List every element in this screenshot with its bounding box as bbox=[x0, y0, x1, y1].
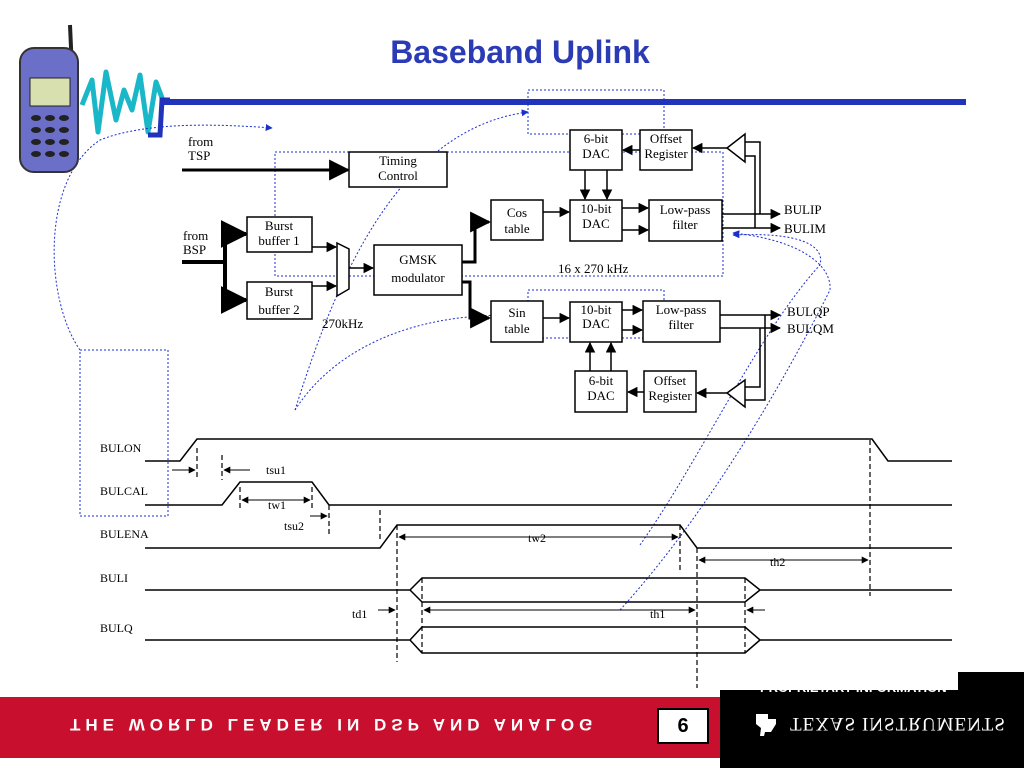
proprietary-tab bbox=[958, 672, 1024, 690]
svg-text:DAC: DAC bbox=[587, 388, 614, 403]
svg-text:buffer 2: buffer 2 bbox=[258, 302, 299, 317]
bulqp-label: BULQP bbox=[787, 304, 830, 319]
page-number: 6 bbox=[657, 708, 709, 744]
svg-text:6-bit: 6-bit bbox=[589, 373, 614, 388]
signal-label-bulq: BULQ bbox=[100, 621, 133, 635]
svg-text:DAC: DAC bbox=[582, 316, 609, 331]
svg-text:Low-pass: Low-pass bbox=[656, 302, 707, 317]
svg-text:Burst: Burst bbox=[265, 218, 294, 233]
comparator-bottom bbox=[725, 378, 746, 409]
dac-6bit-top-block bbox=[569, 129, 623, 171]
gmsk-modulator-block bbox=[373, 244, 463, 296]
svg-text:Sin: Sin bbox=[508, 305, 526, 320]
bulena-waveform bbox=[145, 524, 952, 549]
bulcal-waveform bbox=[145, 481, 952, 506]
signal-wave-icon bbox=[79, 69, 167, 135]
svg-text:modulator: modulator bbox=[391, 270, 445, 285]
from-tsp-label-2: TSP bbox=[188, 148, 210, 163]
svg-text:DAC: DAC bbox=[582, 216, 609, 231]
mux-block bbox=[336, 241, 350, 298]
bulim-label: BULIM bbox=[784, 221, 826, 236]
param-tsu2: tsu2 bbox=[284, 519, 304, 533]
sin-table-block bbox=[490, 300, 544, 343]
svg-text:10-bit: 10-bit bbox=[580, 302, 611, 317]
param-th2: th2 bbox=[770, 555, 785, 569]
bulqm-label: BULQM bbox=[787, 321, 834, 336]
burst-buffer-1-block bbox=[246, 216, 313, 253]
timing-diagram: BULON BULCAL BULENA BULI BULQ bbox=[100, 438, 952, 688]
bulq-waveform bbox=[145, 626, 952, 654]
ti-logo-icon bbox=[756, 714, 776, 736]
footer-tagline: THE WORLD LEADER IN DSP AND ANALOG bbox=[70, 715, 598, 734]
svg-text:6-bit: 6-bit bbox=[584, 131, 609, 146]
dac-6bit-bottom-block bbox=[574, 370, 628, 413]
company-name: TEXAS INSTRUMENTS bbox=[790, 713, 1006, 734]
svg-text:Register: Register bbox=[648, 388, 692, 403]
burst-buffer-2-block bbox=[246, 281, 313, 320]
param-tw1: tw1 bbox=[268, 498, 286, 512]
from-bsp-label-1: from bbox=[183, 228, 208, 243]
clock-16x-label: 16 x 270 kHz bbox=[558, 261, 629, 276]
dac-10bit-i-block bbox=[569, 199, 623, 242]
lpf-q-block bbox=[642, 300, 721, 343]
mobile-phone-icon bbox=[19, 24, 79, 173]
svg-text:table: table bbox=[504, 221, 529, 236]
param-tsu1: tsu1 bbox=[266, 463, 286, 477]
dac-10bit-q-block bbox=[569, 301, 623, 343]
param-th1: th1 bbox=[650, 607, 665, 621]
param-tw2: tw2 bbox=[528, 531, 546, 545]
svg-text:Offset: Offset bbox=[654, 373, 687, 388]
block-diagram: from TSP from BSP Timing Control Burst b… bbox=[182, 129, 834, 413]
svg-text:DAC: DAC bbox=[582, 146, 609, 161]
svg-text:Register: Register bbox=[644, 146, 688, 161]
signal-label-buli: BULI bbox=[100, 571, 128, 585]
clock-270-label: 270kHz bbox=[322, 316, 363, 331]
offset-register-top-block bbox=[639, 129, 693, 171]
svg-text:table: table bbox=[504, 321, 529, 336]
svg-text:buffer 1: buffer 1 bbox=[258, 233, 299, 248]
from-bsp-label-2: BSP bbox=[183, 242, 206, 257]
timing-control-block bbox=[348, 151, 448, 188]
svg-text:filter: filter bbox=[668, 317, 694, 332]
cos-table-block bbox=[490, 199, 544, 241]
svg-text:Low-pass: Low-pass bbox=[660, 202, 711, 217]
svg-text:filter: filter bbox=[672, 217, 698, 232]
comparator-top bbox=[725, 132, 746, 164]
svg-text:Offset: Offset bbox=[650, 131, 683, 146]
slide-title: Baseband Uplink bbox=[390, 34, 650, 70]
svg-text:Cos: Cos bbox=[507, 205, 527, 220]
signal-label-bulcal: BULCAL bbox=[100, 484, 148, 498]
from-tsp-label-1: from bbox=[188, 134, 213, 149]
svg-text:GMSK: GMSK bbox=[399, 252, 437, 267]
buli-waveform bbox=[145, 577, 952, 603]
lpf-i-block bbox=[648, 199, 723, 242]
signal-label-bulena: BULENA bbox=[100, 527, 149, 541]
param-td1: td1 bbox=[352, 607, 367, 621]
svg-text:Burst: Burst bbox=[265, 284, 294, 299]
bulon-waveform bbox=[145, 438, 952, 462]
signal-label-bulon: BULON bbox=[100, 441, 142, 455]
bulip-label: BULIP bbox=[784, 202, 822, 217]
svg-text:Control: Control bbox=[378, 168, 418, 183]
proprietary-label: PROPRIETARY INFORMATION bbox=[760, 680, 947, 695]
svg-text:Timing: Timing bbox=[379, 153, 417, 168]
svg-text:10-bit: 10-bit bbox=[580, 201, 611, 216]
